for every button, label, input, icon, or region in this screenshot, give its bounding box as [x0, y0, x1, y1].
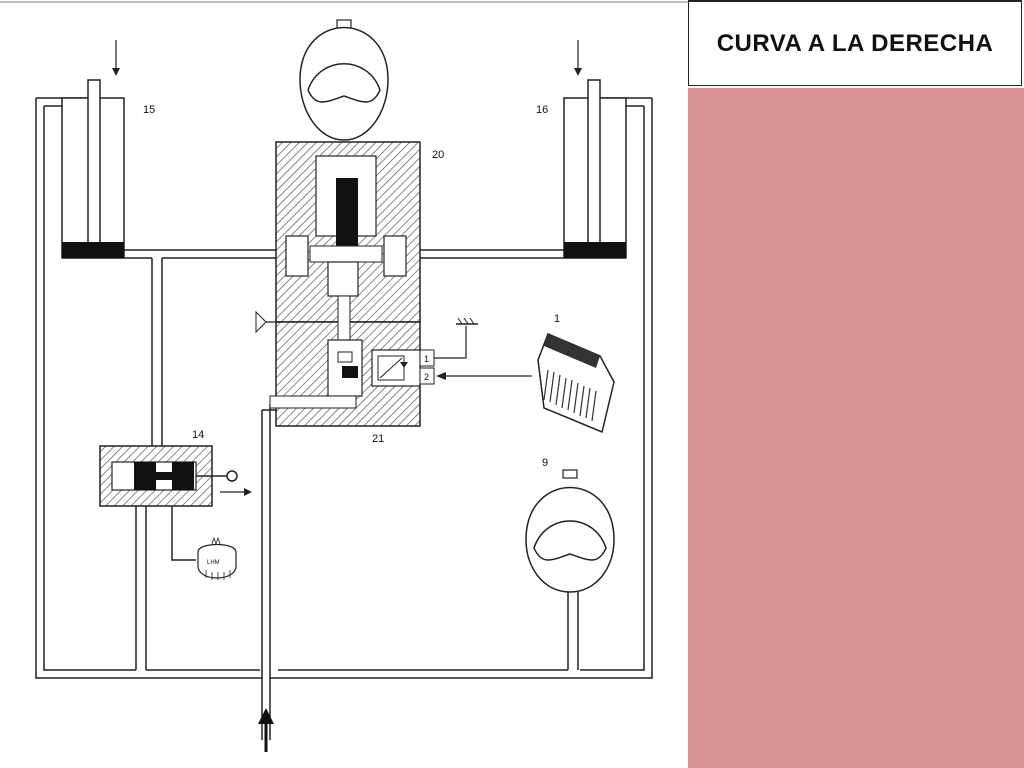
control-block: 20 21: [255, 141, 444, 445]
label-9: 9: [542, 457, 548, 469]
label-14: 14: [192, 429, 204, 441]
inlet-arrow: [258, 708, 274, 752]
side-panel: [688, 88, 1024, 768]
label-20: 20: [432, 149, 444, 161]
accumulator-top: [299, 19, 389, 141]
cylinder-16: 16: [536, 40, 627, 259]
lhm-reservoir: LHM: [197, 536, 237, 580]
lhm-label: LHM: [207, 560, 220, 566]
label-21: 21: [372, 433, 384, 445]
port-1-label: 1: [424, 354, 429, 364]
cylinder-15: 15: [61, 40, 155, 259]
diagram-area: 15 16 20 21: [0, 1, 688, 752]
label-16: 16: [536, 104, 548, 116]
accumulator-9: 9: [525, 457, 615, 593]
slide-title: CURVA A LA DERECHA: [716, 29, 994, 57]
hydraulic-diagram: 15 16 20 21: [0, 1, 688, 752]
port-2-label: 2: [424, 372, 429, 382]
label-1: 1: [554, 313, 560, 325]
solenoid-valve: 1 2: [371, 317, 532, 387]
label-15: 15: [143, 104, 155, 116]
title-box: CURVA A LA DERECHA: [688, 0, 1022, 86]
ecu-module: 1: [537, 313, 615, 434]
valve-14: 14: [99, 429, 252, 507]
